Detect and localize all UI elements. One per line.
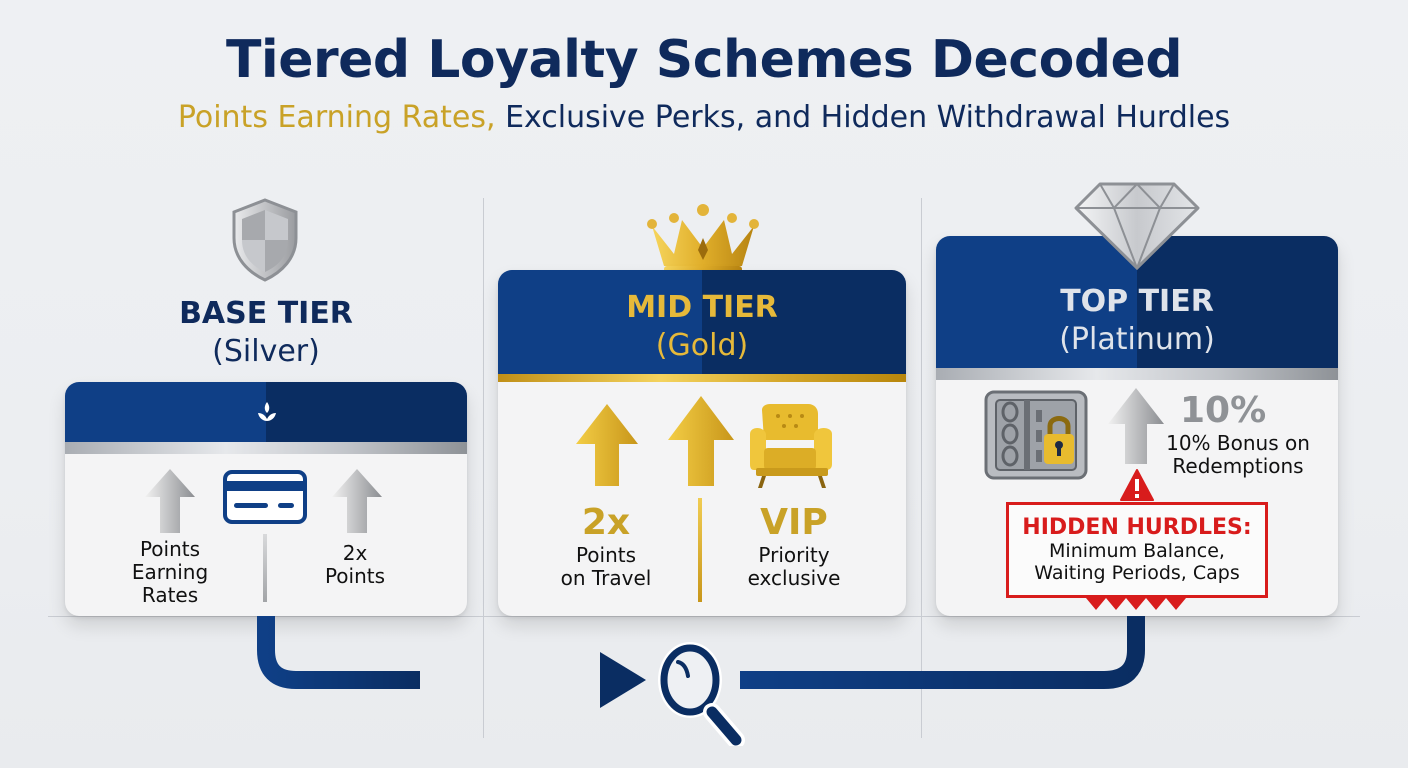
lotus-icon <box>258 402 276 421</box>
shield-icon <box>226 196 304 284</box>
armchair-icon <box>750 404 832 488</box>
tier-name-top: TOP TIER <box>1060 284 1214 319</box>
stat-label-points-travel: Points on Travel <box>560 543 652 590</box>
divider-left <box>483 198 484 738</box>
arrow-up-icon <box>332 469 382 533</box>
diamond-icon <box>1074 180 1200 271</box>
hurdles-line-2: Waiting Periods, Caps <box>1034 562 1240 584</box>
stat-value-2x: 2x <box>581 502 631 543</box>
gold-divider <box>498 374 906 382</box>
silver-divider <box>65 442 467 454</box>
stat-label-priority: Priority exclusive <box>747 543 841 590</box>
stat-value-vip: VIP <box>760 502 828 543</box>
warning-icon <box>1120 469 1154 501</box>
tier-name-mid: MID TIER <box>626 290 778 325</box>
magnifier-icon <box>652 636 768 749</box>
arrow-up-icon <box>668 396 734 486</box>
feature-label-2x-points: 2x Points <box>324 541 386 588</box>
arrow-up-icon <box>1108 388 1164 464</box>
arrow-up-icon <box>145 469 195 533</box>
page-subtitle: Points Earning Rates, Exclusive Perks, a… <box>0 100 1408 135</box>
divider-right <box>921 198 922 738</box>
arrow-up-icon <box>576 404 638 486</box>
subtitle-highlight: Points Earning Rates, <box>177 100 496 135</box>
bonus-value: 10% <box>1180 390 1267 431</box>
feature-divider <box>263 534 267 602</box>
tier-name-base: BASE TIER <box>179 296 353 331</box>
baseline <box>48 616 1360 617</box>
feature-divider <box>698 498 702 602</box>
subtitle-rest: Exclusive Perks, and Hidden Withdrawal H… <box>495 100 1231 135</box>
tier-level-mid: (Gold) <box>655 328 749 363</box>
page-title: Tiered Loyalty Schemes Decoded <box>225 30 1183 90</box>
hidden-hurdles-warning: HIDDEN HURDLES: Minimum Balance, Waiting… <box>1006 502 1268 598</box>
vault-lock-icon <box>984 390 1088 480</box>
zigzag-edge <box>1086 598 1186 610</box>
tier-card-top: TOP TIER (Platinum) 10% 10% Bonus on Red… <box>936 236 1338 616</box>
tier-level-top: (Platinum) <box>1059 322 1215 357</box>
silver-divider <box>936 368 1338 380</box>
hurdles-line-1: Minimum Balance, <box>1049 540 1225 562</box>
hurdles-title: HIDDEN HURDLES: <box>1022 515 1252 540</box>
tier-level-base: (Silver) <box>212 334 320 369</box>
tier-card-base: Points Earning Rates 2x Points <box>65 382 467 616</box>
card-header-mid: MID TIER (Gold) <box>498 270 906 374</box>
card-header-base <box>65 382 467 442</box>
credit-card-icon <box>223 470 307 524</box>
tier-card-mid: MID TIER (Gold) 2x Points on Travel VIP … <box>498 270 906 616</box>
bonus-label: 10% Bonus on Redemptions <box>1166 431 1310 478</box>
feature-label-points-earning: Points Earning Rates <box>131 537 209 607</box>
